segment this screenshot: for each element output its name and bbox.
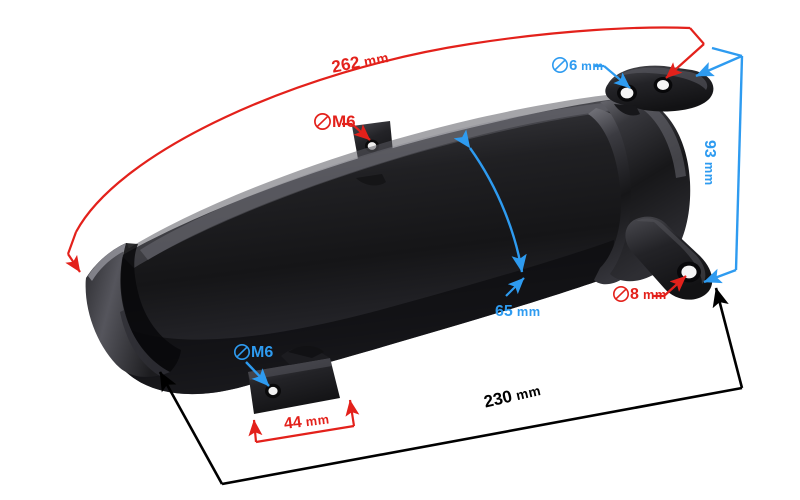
shield-body <box>85 96 679 395</box>
leader-8mm <box>652 275 687 298</box>
dimension-65mm <box>453 129 527 297</box>
product-heat-shield <box>85 65 714 414</box>
dimension-262mm <box>65 26 705 273</box>
dimension-230mm <box>158 287 744 486</box>
shield-open-end <box>85 243 170 377</box>
bracket-bottom-right <box>625 216 713 300</box>
bracket-top-right <box>605 65 714 116</box>
leader-6mm <box>594 64 631 89</box>
leader-m6-top <box>342 122 371 141</box>
leader-m6-bottom <box>245 361 270 387</box>
dimension-44mm <box>248 399 360 444</box>
dimension-93mm <box>695 46 744 284</box>
